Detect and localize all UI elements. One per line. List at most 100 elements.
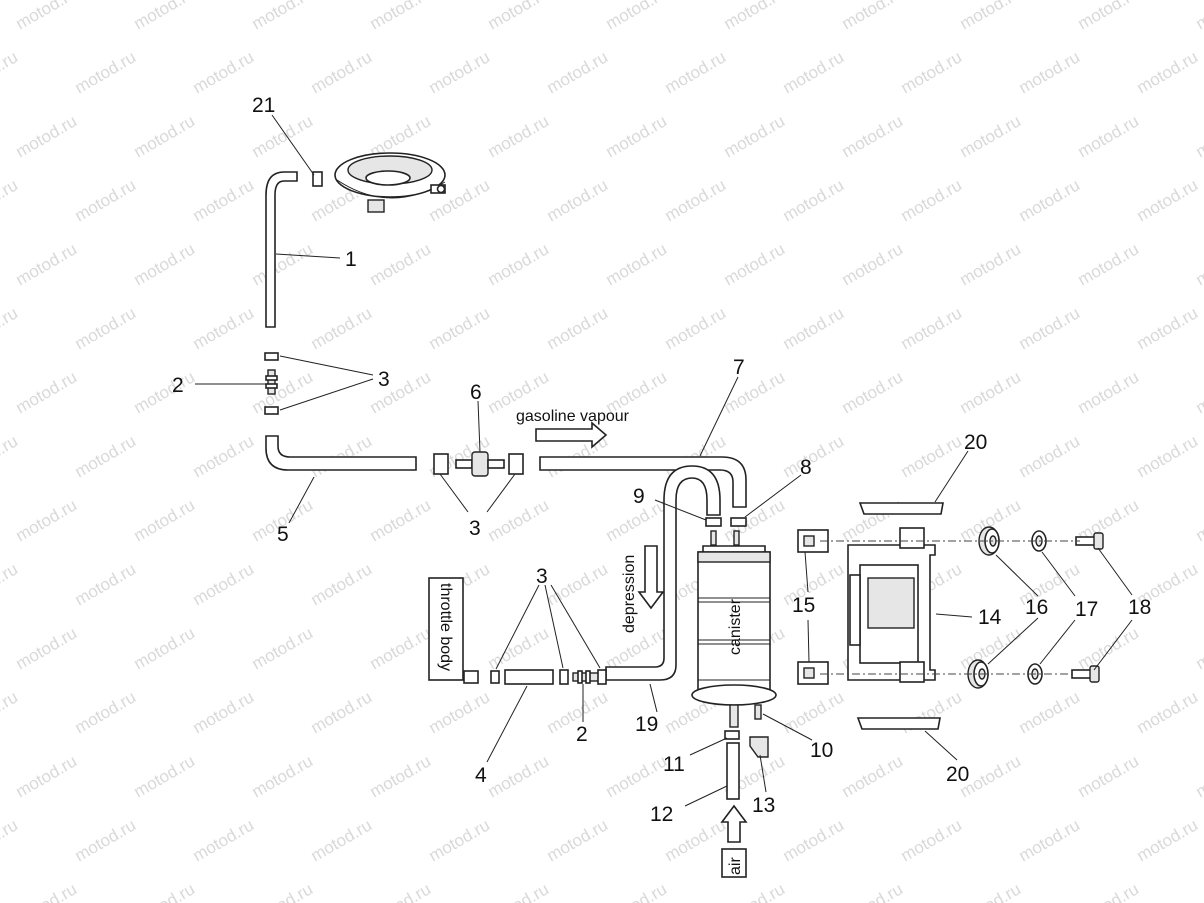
watermark-text: motod.ru	[13, 367, 81, 417]
watermark-text: motod.ru	[721, 111, 789, 161]
watermark-text: motod.ru	[898, 47, 966, 97]
watermark-text: motod.ru	[485, 623, 553, 673]
watermark-text: motod.ru	[603, 0, 671, 33]
watermark-text: motod.ru	[485, 751, 553, 801]
watermark-text: motod.ru	[367, 367, 435, 417]
pad-20-upper	[858, 502, 944, 515]
filter-housing	[334, 152, 446, 213]
watermark-text: motod.ru	[1016, 303, 1084, 353]
watermark-text: motod.ru	[131, 623, 199, 673]
watermark-text: motod.ru	[13, 111, 81, 161]
watermark-text: motod.ru	[13, 751, 81, 801]
hose-4	[504, 669, 554, 685]
watermark-text: motod.ru	[13, 495, 81, 545]
air-box	[721, 848, 747, 878]
watermark-text: motod.ru	[898, 303, 966, 353]
watermark-text: motod.ru	[957, 623, 1025, 673]
watermark-text: motod.ru	[544, 175, 612, 225]
watermark-text: motod.ru	[485, 495, 553, 545]
watermark-text: motod.ru	[957, 879, 1025, 903]
watermark-text: motod.ru	[308, 47, 376, 97]
callout-17: 17	[1075, 598, 1098, 621]
watermark-text: motod.ru	[426, 687, 494, 737]
callout-2-bottom: 2	[576, 723, 588, 746]
watermark-text: motod.ru	[190, 303, 258, 353]
air-label: air	[727, 857, 744, 875]
pad-20-lower	[856, 717, 941, 730]
watermark-text: motod.ru	[898, 815, 966, 865]
watermark-text: motod.ru	[898, 687, 966, 737]
throttle-body-label: throttle body	[437, 583, 454, 671]
watermark-text: motod.ru	[131, 111, 199, 161]
watermark-text: motod.ru	[780, 303, 848, 353]
watermark-text: motod.ru	[780, 431, 848, 481]
hose-5	[265, 435, 417, 471]
watermark-text: motod.ru	[721, 879, 789, 903]
watermark-text: motod.ru	[190, 559, 258, 609]
watermark-text: motod.ru	[1134, 303, 1202, 353]
watermark-text: motod.ru	[839, 879, 907, 903]
clamp-3-left-a	[490, 670, 500, 684]
clip-15-lower	[797, 661, 829, 685]
watermark-text: motod.ru	[721, 239, 789, 289]
callout-18: 18	[1128, 596, 1151, 619]
watermark-text: motod.ru	[367, 623, 435, 673]
watermark-text: motod.ru	[131, 879, 199, 903]
watermark-text: motod.ru	[957, 239, 1025, 289]
watermark-text: motod.ru	[0, 687, 21, 737]
callout-20-top: 20	[964, 431, 987, 454]
watermark-text: motod.ru	[1016, 47, 1084, 97]
watermark-text: motod.ru	[72, 559, 140, 609]
air-arrow	[720, 804, 748, 843]
callout-12: 12	[650, 803, 673, 826]
watermark-text: motod.ru	[426, 815, 494, 865]
callout-2-top: 2	[172, 374, 184, 397]
watermark-text: motod.ru	[780, 175, 848, 225]
clamp-11	[724, 730, 740, 740]
watermark-text: motod.ru	[1134, 175, 1202, 225]
throttle-body-box	[428, 577, 464, 681]
watermark-text: motod.ru	[249, 879, 317, 903]
watermark-text: motod.ru	[249, 367, 317, 417]
watermark-text: motod.ru	[1193, 879, 1204, 903]
watermark-text: motod.ru	[308, 303, 376, 353]
watermark-text: motod.ru	[1193, 495, 1204, 545]
callout-7: 7	[733, 356, 745, 379]
clip-15-upper	[797, 529, 829, 553]
watermark-text: motod.ru	[249, 239, 317, 289]
watermark-text: motod.ru	[603, 751, 671, 801]
watermark-text: motod.ru	[72, 431, 140, 481]
depression-label: depression	[621, 555, 638, 633]
watermark-text: motod.ru	[1075, 879, 1143, 903]
screw-18-upper	[1075, 532, 1104, 550]
watermark-text: motod.ru	[839, 239, 907, 289]
watermark-text: motod.ru	[131, 239, 199, 289]
watermark-text: motod.ru	[249, 111, 317, 161]
watermark-text: motod.ru	[249, 751, 317, 801]
watermark-text: motod.ru	[1134, 431, 1202, 481]
watermark-text: motod.ru	[1193, 623, 1204, 673]
watermark-text: motod.ru	[1193, 0, 1204, 33]
watermark-text: motod.ru	[1016, 815, 1084, 865]
watermark-text: motod.ru	[662, 303, 730, 353]
watermark-text: motod.ru	[72, 815, 140, 865]
clamp-9	[705, 517, 722, 527]
callout-20-bottom: 20	[946, 763, 969, 786]
watermark-text: motod.ru	[957, 367, 1025, 417]
callout-15: 15	[792, 594, 815, 617]
watermark-text: motod.ru	[839, 111, 907, 161]
watermark-text: motod.ru	[131, 751, 199, 801]
watermark-text: motod.ru	[1134, 815, 1202, 865]
canister	[691, 530, 777, 728]
watermark-text: motod.ru	[13, 0, 81, 33]
watermark-text: motod.ru	[839, 367, 907, 417]
callout-4: 4	[475, 764, 487, 787]
watermark-text: motod.ru	[1075, 0, 1143, 33]
watermark-text: motod.ru	[603, 239, 671, 289]
canister-label: canister	[727, 598, 744, 655]
hose-1	[265, 171, 298, 328]
bracket-14	[847, 527, 936, 683]
watermark-text: motod.ru	[131, 495, 199, 545]
